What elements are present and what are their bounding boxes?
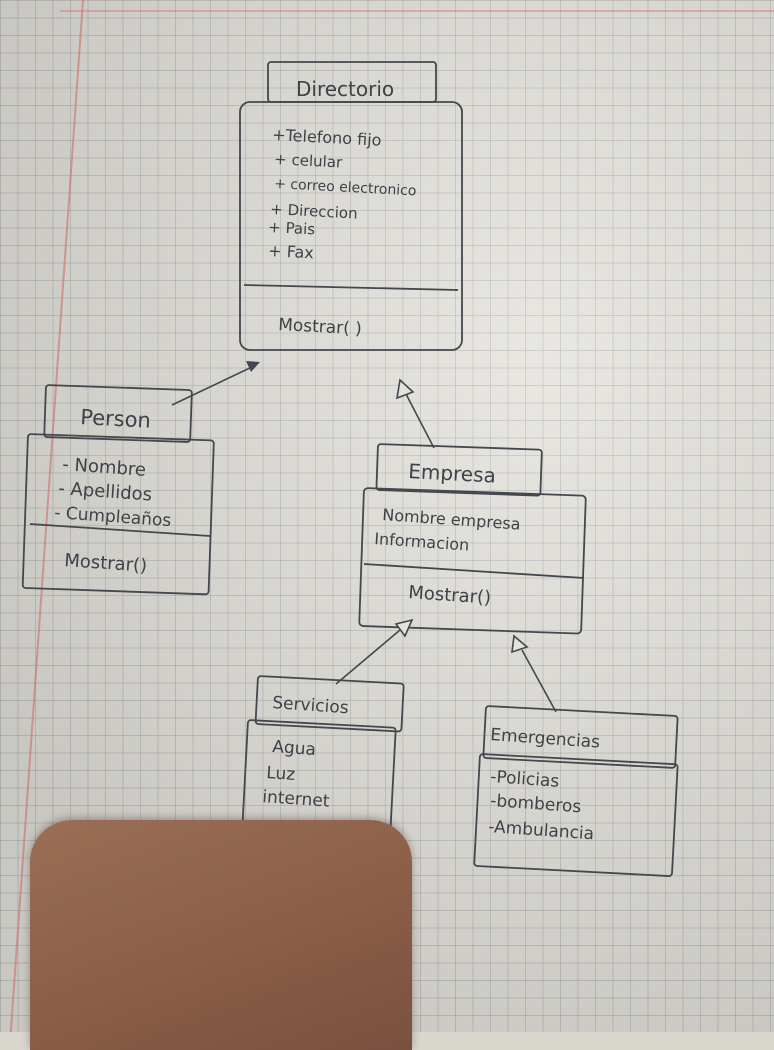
directorio-attr-1: +Telefono fijo	[272, 125, 382, 150]
persona-name: Person	[80, 405, 152, 433]
directorio-attr-6: + Fax	[268, 241, 314, 262]
class-persona: Person - Nombre - Apellidos - Cumpleaños…	[21, 384, 215, 596]
emergencias-body-box	[473, 753, 679, 877]
empresa-divider	[363, 563, 585, 579]
directorio-attr-3: + correo electronico	[274, 176, 417, 199]
emergencias-name-box	[482, 705, 679, 769]
directorio-attr-2: + celular	[274, 150, 344, 172]
class-empresa: Empresa Nombre empresa Informacion Mostr…	[358, 443, 587, 635]
empresa-attr-2: Informacion	[374, 529, 470, 555]
empresa-directorio-line	[405, 393, 435, 449]
servicios-empresa-arrowhead	[394, 618, 414, 638]
directorio-name: Directorio	[296, 77, 394, 101]
empresa-body-box	[358, 487, 587, 635]
directorio-method-1: Mostrar( )	[278, 315, 363, 339]
persona-body-box	[21, 433, 215, 596]
emergencias-empresa-line	[521, 649, 557, 713]
directorio-body-box	[239, 101, 463, 351]
relation-empresa-directorio	[395, 378, 435, 449]
servicios-name: Servicios	[272, 693, 350, 718]
directorio-attr-5: + Pais	[268, 218, 316, 238]
emergencias-empresa-arrowhead	[511, 634, 529, 654]
thumb-occlusion	[30, 820, 412, 1050]
persona-name-box	[43, 384, 193, 443]
servicios-name-box	[254, 675, 405, 733]
empresa-name-box	[375, 443, 543, 497]
class-emergencias: Emergencias -Policias -bomberos -Ambulan…	[473, 705, 679, 877]
class-servicios: Servicios Agua Luz internet	[241, 675, 405, 833]
emergencias-name: Emergencias	[490, 725, 601, 753]
class-directorio: Directorio +Telefono fijo + celular + co…	[239, 61, 463, 351]
empresa-attr-1: Nombre empresa	[382, 505, 521, 534]
empresa-name: Empresa	[408, 459, 497, 488]
emergencias-attr-1: -Policias	[490, 767, 560, 792]
persona-directorio-line	[171, 365, 255, 406]
persona-attr-1: - Nombre	[62, 454, 147, 481]
empresa-directorio-arrowhead	[395, 378, 415, 400]
servicios-empresa-line	[335, 629, 401, 685]
persona-attr-2: - Apellidos	[58, 478, 153, 505]
persona-method-1: Mostrar()	[64, 550, 148, 577]
relation-persona-directorio	[171, 361, 260, 406]
emergencias-attr-2: -bomberos	[490, 791, 582, 817]
emergencias-attr-3: -Ambulancia	[488, 817, 595, 844]
directorio-attr-4: + Direccion	[270, 200, 358, 223]
servicios-attr-2: Luz	[266, 763, 296, 785]
relation-servicios-empresa	[335, 618, 414, 685]
persona-divider	[29, 523, 211, 537]
empresa-method-1: Mostrar()	[408, 582, 492, 609]
directorio-divider	[243, 284, 459, 291]
relation-emergencias-empresa	[511, 634, 557, 713]
persona-directorio-arrowhead	[246, 361, 260, 372]
servicios-attr-1: Agua	[272, 737, 317, 760]
servicios-attr-3: internet	[262, 787, 331, 812]
paper-top-edge	[60, 0, 774, 12]
